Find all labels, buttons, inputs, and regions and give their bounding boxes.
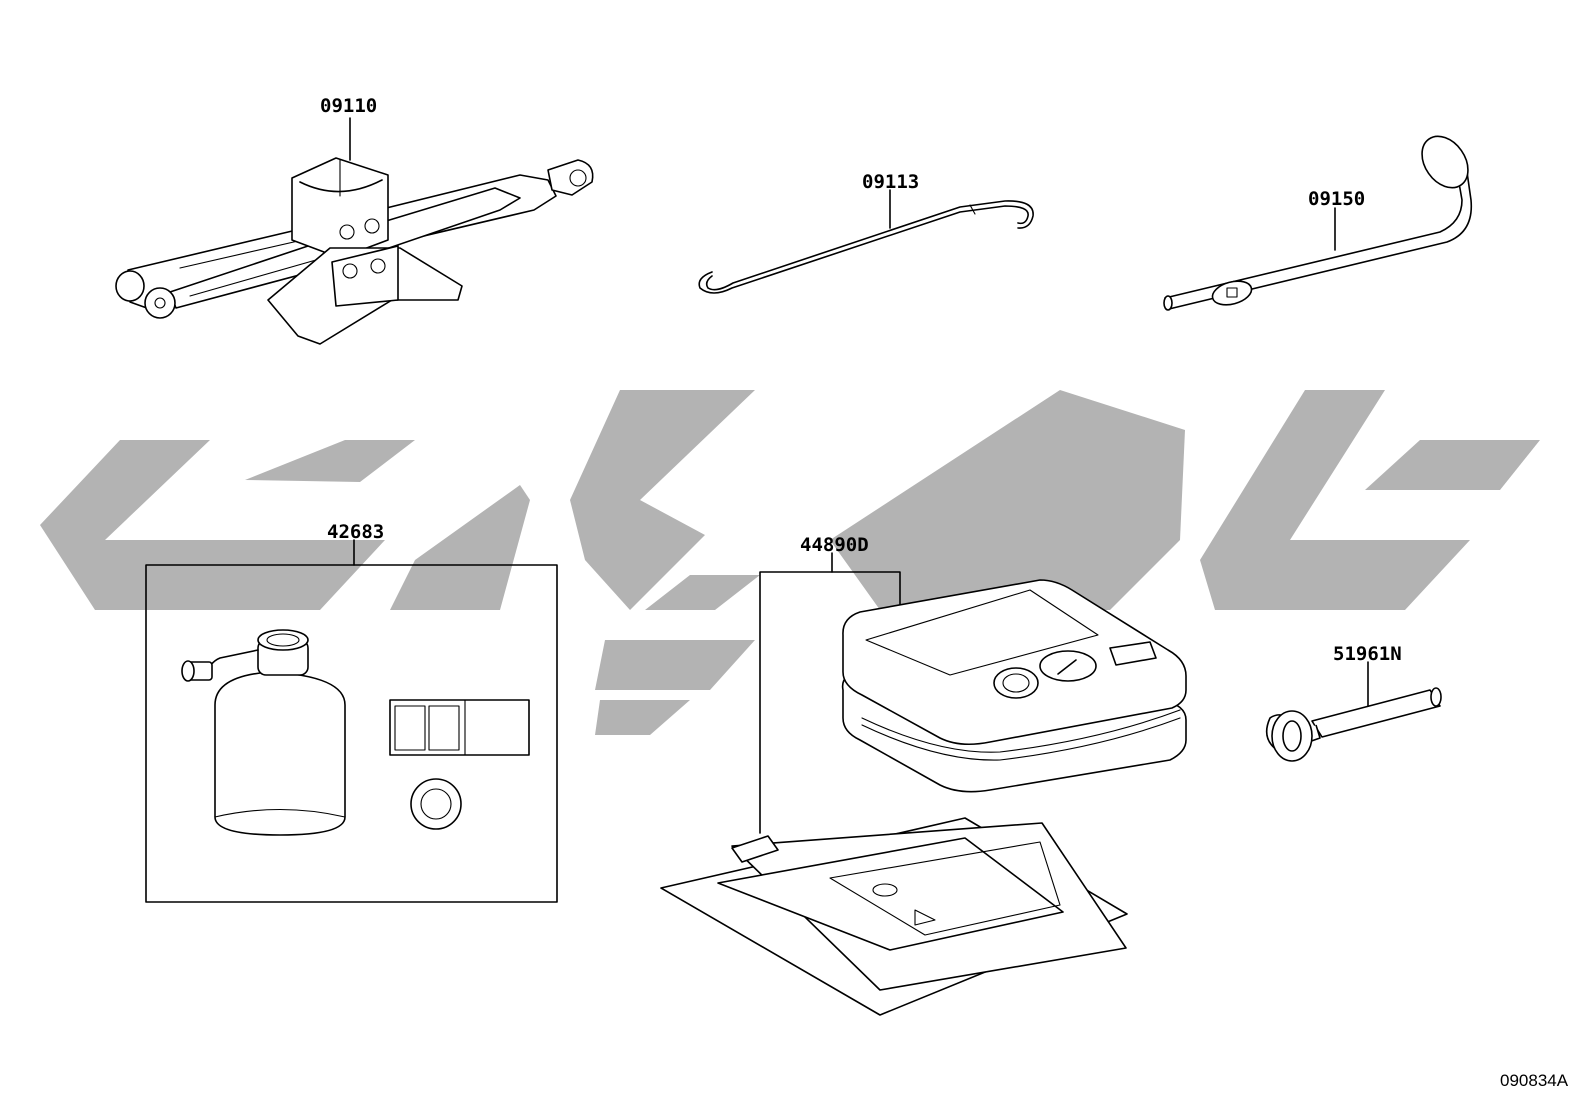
part-label-09113: 09113 <box>862 171 919 193</box>
part-label-44890D: 44890D <box>800 534 869 556</box>
part-label-42683: 42683 <box>327 521 384 543</box>
part-label-51961N: 51961N <box>1333 643 1402 665</box>
jack-handle-rod-icon[interactable] <box>698 189 1034 294</box>
lug-wrench-icon[interactable] <box>1163 128 1477 311</box>
tire-repair-kit-icon[interactable] <box>145 539 558 903</box>
part-label-09110: 09110 <box>320 95 377 117</box>
scissor-jack-icon[interactable] <box>115 117 594 345</box>
part-label-09150: 09150 <box>1308 188 1365 210</box>
watermark-logo <box>40 390 1540 735</box>
tire-inflator-compressor-icon[interactable] <box>660 552 1187 1016</box>
diagram-code: 090834A <box>1500 1071 1569 1090</box>
towing-eye-hook-icon[interactable] <box>1265 661 1442 762</box>
